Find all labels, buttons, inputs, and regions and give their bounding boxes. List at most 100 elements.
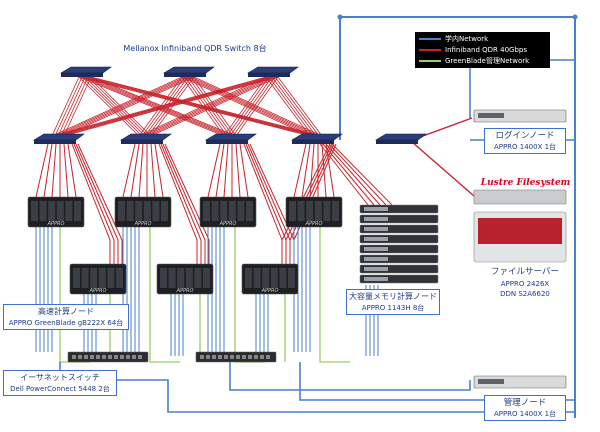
legend-swatch-campus xyxy=(419,38,441,40)
infiniband-mesh-cable xyxy=(78,76,140,137)
eth-port xyxy=(230,355,234,359)
ethernet-switch-icon xyxy=(195,351,277,363)
eth-port xyxy=(266,355,270,359)
infiniband-cable xyxy=(285,143,333,264)
infiniband-mesh-cable xyxy=(51,76,267,137)
infiniband-cable xyxy=(158,143,198,264)
blade-slot xyxy=(220,201,228,221)
infiniband-mesh-cable xyxy=(78,76,225,137)
blade-slot xyxy=(118,201,125,221)
infiniband-mesh-cable xyxy=(84,76,317,137)
legend-item-greenblade: GreenBlade管理Network xyxy=(419,56,529,66)
infiniband-mesh-cable xyxy=(81,76,143,137)
blade-slot xyxy=(203,201,210,221)
infiniband-cable xyxy=(239,143,249,198)
infiniband-mesh-cable xyxy=(51,76,80,137)
switch-top-face xyxy=(204,133,257,141)
legend-label-greenblade: GreenBlade管理Network xyxy=(445,57,530,65)
infiniband-mesh-cable xyxy=(57,76,86,137)
storage-array-front xyxy=(478,218,562,244)
switch-front-face xyxy=(376,140,418,144)
mgmt-node-model: APPRO 1400X 1台 xyxy=(493,410,557,418)
infiniband-mesh-cable xyxy=(57,76,189,137)
bigmem-node-model: APPRO 1143H 8台 xyxy=(361,304,425,312)
rack-server-bezel xyxy=(364,267,388,271)
infiniband-mesh-cable xyxy=(81,76,228,137)
infiniband-cable xyxy=(67,143,77,198)
appro-blade-chassis-icon: APPRO xyxy=(27,196,85,228)
ddn-storage-icon xyxy=(473,189,567,263)
infiniband-mesh-cable xyxy=(229,76,273,137)
eth-port xyxy=(120,355,124,359)
infiniband-mesh-cable xyxy=(63,76,195,137)
eth-switch-title: イーサネットスイッチ xyxy=(20,373,100,382)
infiniband-switch-icon xyxy=(162,66,215,77)
infiniband-cable xyxy=(138,143,144,198)
eth-port xyxy=(260,355,264,359)
lustre-filesystem-label: Lustre Filesystem xyxy=(480,178,571,188)
blade-slot xyxy=(306,201,314,221)
mgmt-node-label-box: 管理ノード APPRO 1400X 1台 xyxy=(484,395,566,421)
blade-slot xyxy=(211,201,219,221)
switch-front-face xyxy=(34,140,76,144)
rack-server-bezel xyxy=(364,217,388,221)
legend-item-infiniband: Infiniband QDR 40Gbps xyxy=(419,45,527,55)
infiniband-cable xyxy=(322,143,375,206)
greenblade-mgmt-cable xyxy=(319,225,350,363)
blade-slot xyxy=(203,268,210,288)
blade-slot xyxy=(116,268,123,288)
ethernet-switch-icon xyxy=(67,351,149,363)
eth-port xyxy=(212,355,216,359)
infiniband-mesh-cable xyxy=(232,76,276,137)
blade-slot xyxy=(81,268,89,288)
infiniband-cable xyxy=(63,143,69,198)
infiniband-cable xyxy=(164,143,210,264)
infiniband-mesh-cable xyxy=(81,76,314,137)
appro-brand-text: APPRO xyxy=(261,288,279,294)
fast-node-label-box: 高速計算ノード APPRO GreenBlade gB222X 64台 xyxy=(3,304,129,330)
mgmt-node-title: 管理ノード xyxy=(503,398,547,408)
management-node-server-icon xyxy=(473,375,567,389)
infiniband-cable xyxy=(150,143,156,198)
blade-slot xyxy=(90,268,98,288)
rack-server-bezel xyxy=(364,227,388,231)
appro-brand-text: APPRO xyxy=(176,288,194,294)
appro-blade-chassis-icon: APPRO xyxy=(241,263,299,295)
file-server-title: ファイルサーバー xyxy=(491,267,559,277)
infiniband-mesh-cable xyxy=(84,76,146,137)
legend-swatch-infiniband xyxy=(419,49,441,51)
infiniband-mesh-cable xyxy=(57,76,273,137)
blade-slot xyxy=(39,201,47,221)
eth-port xyxy=(126,355,130,359)
eth-port xyxy=(138,355,142,359)
eth-port xyxy=(236,355,240,359)
infiniband-cable xyxy=(319,143,369,206)
switch-front-face xyxy=(121,140,163,144)
login-node-server-icon xyxy=(473,109,567,123)
infiniband-cable xyxy=(73,143,115,264)
eth-port xyxy=(96,355,100,359)
infiniband-mesh-cable xyxy=(63,76,279,137)
infiniband-mesh-cable xyxy=(90,76,152,137)
legend-swatch-greenblade xyxy=(419,60,441,62)
infiniband-cable xyxy=(130,143,140,198)
ethernet-uplink-cable xyxy=(299,362,575,401)
infiniband-switch-icon xyxy=(204,133,257,144)
infiniband-mesh-cable xyxy=(87,76,149,137)
infiniband-mesh-cable xyxy=(271,76,317,137)
file-server-head xyxy=(473,189,567,205)
blade-slot xyxy=(245,268,252,288)
blade-slot xyxy=(143,201,151,221)
blade-slot xyxy=(168,268,176,288)
infiniband-mesh-cable xyxy=(60,76,276,137)
infiniband-mesh-cable xyxy=(265,76,311,137)
infiniband-cable xyxy=(162,143,206,264)
eth-port xyxy=(102,355,106,359)
infiniband-cable xyxy=(235,143,241,198)
blade-slot xyxy=(332,201,339,221)
infiniband-cable xyxy=(325,143,381,206)
bigmem-node-title: 大容量メモリ計算ノード xyxy=(349,292,437,301)
infiniband-cable xyxy=(160,143,202,264)
blade-slot xyxy=(48,201,56,221)
